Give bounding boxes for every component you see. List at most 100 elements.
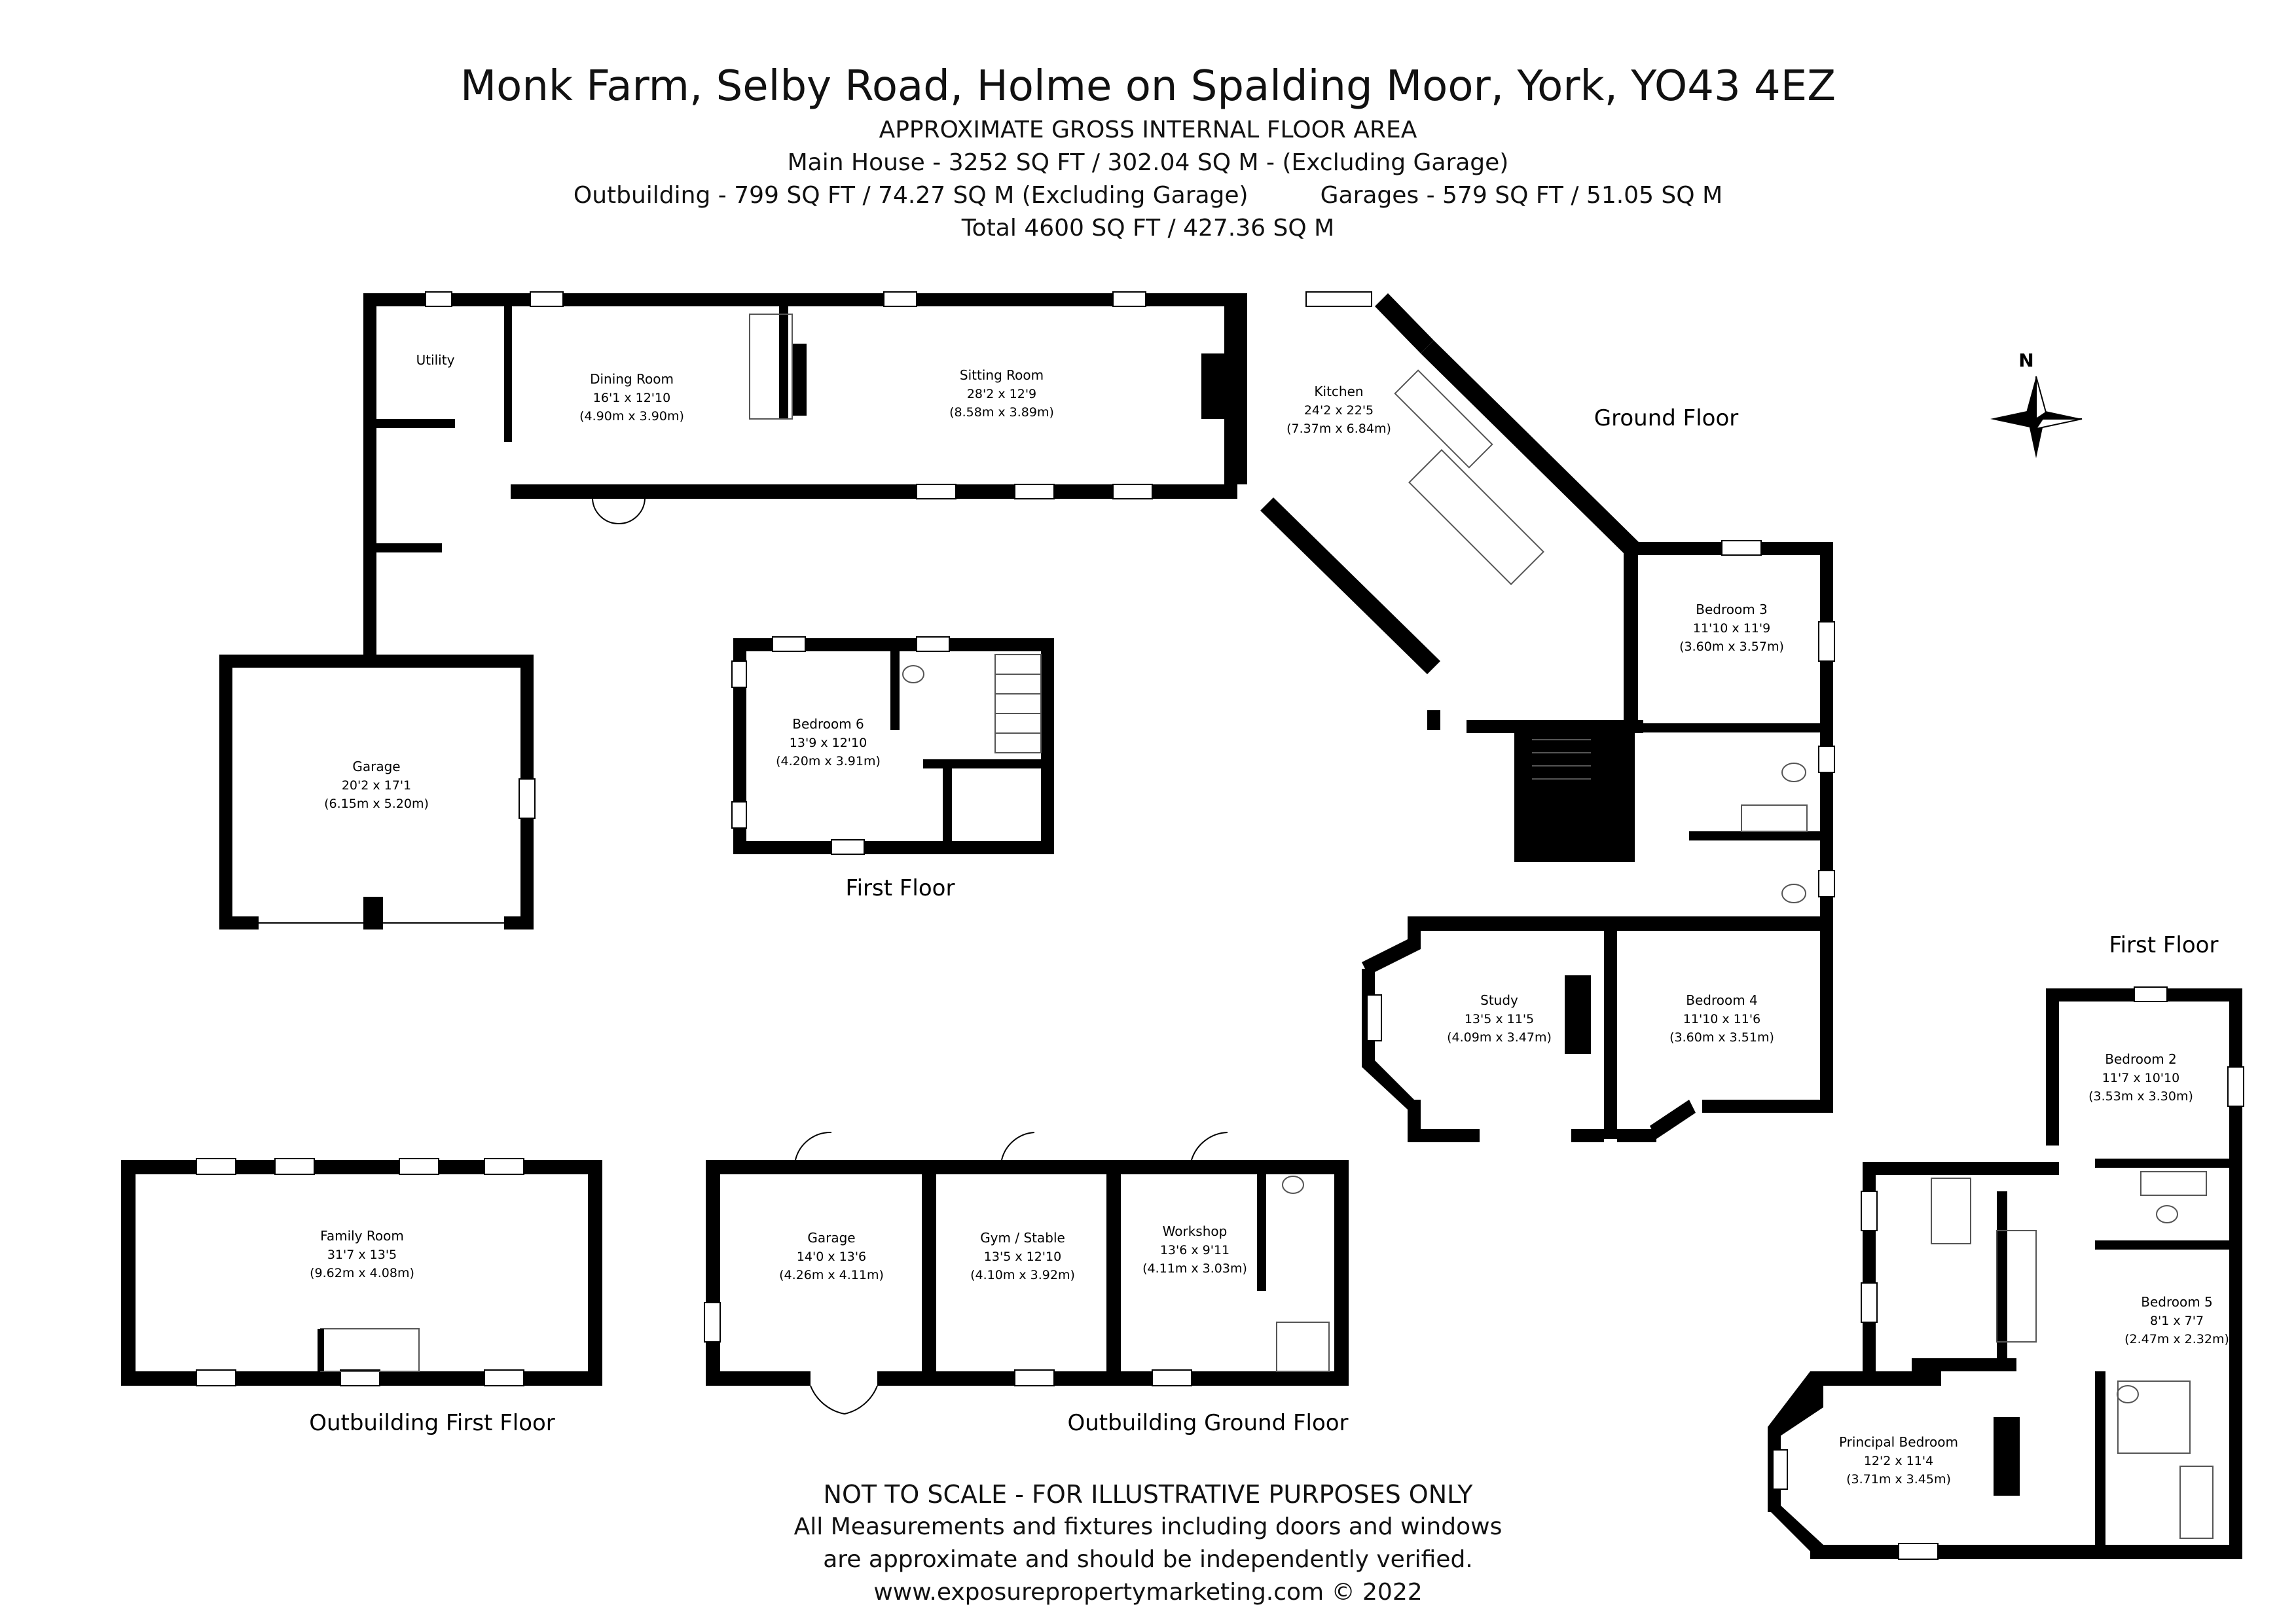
toilet [1282, 1176, 1304, 1194]
window [1152, 1369, 1192, 1386]
bedroom-3-imperial: 11'10 x 11'9 [1693, 621, 1770, 636]
utility-name: Utility [416, 352, 455, 368]
wall [511, 484, 1237, 499]
bedroom-4-imperial: 11'10 x 11'6 [1683, 1012, 1760, 1026]
bedroom-5-name: Bedroom 5 [2141, 1294, 2213, 1310]
kitchen-name: Kitchen [1314, 384, 1363, 399]
wall [1689, 831, 1820, 840]
outbuilding-garage-imperial: 14'0 x 13'6 [797, 1250, 866, 1264]
gym-stable-name: Gym / Stable [980, 1230, 1065, 1246]
door [795, 1131, 832, 1161]
study-imperial: 13'5 x 11'5 [1465, 1012, 1534, 1026]
window [1014, 1369, 1055, 1386]
wall [1106, 1160, 1121, 1386]
workshop-metric: (4.11m x 3.03m) [1142, 1261, 1247, 1276]
french-doors [592, 498, 646, 525]
garages-area: Garages - 579 SQ FT / 51.05 SQ M [1320, 182, 1723, 209]
window [1861, 1191, 1878, 1231]
wall [363, 897, 383, 929]
bedroom-6-imperial: 13'9 x 12'10 [790, 736, 867, 750]
copyright-line: www.exposurepropertymarketing.com © 2022 [873, 1579, 1423, 1606]
chimney-breast [1565, 975, 1591, 1054]
stairwell [1514, 722, 1635, 862]
outbuilding-first-floor-label: Outbuilding First Floor [309, 1410, 555, 1436]
wall [1257, 1160, 1266, 1291]
bedroom-6-name: Bedroom 6 [792, 716, 864, 732]
window [704, 1302, 721, 1343]
wall [1863, 1162, 2059, 1175]
wall [1234, 293, 1247, 484]
staircase [1276, 1322, 1330, 1372]
wall [121, 1160, 602, 1174]
bedroom-2-imperial: 11'7 x 10'10 [2102, 1071, 2179, 1085]
wall [376, 543, 442, 552]
wall [890, 651, 900, 730]
wall [219, 655, 232, 929]
study-metric: (4.09m x 3.47m) [1447, 1030, 1552, 1045]
wall [219, 916, 259, 929]
wall [1810, 1371, 1941, 1386]
wall [1571, 1129, 1604, 1142]
window [831, 839, 865, 855]
wall [1408, 916, 1827, 931]
wall [1421, 340, 1640, 556]
staircase [1532, 739, 1591, 780]
window [1898, 1543, 1939, 1560]
wall [511, 293, 1237, 306]
bath [2179, 1466, 2214, 1539]
bay-wall [1768, 1371, 1823, 1440]
bedroom-3-name: Bedroom 3 [1696, 602, 1768, 617]
wall [2229, 988, 2242, 1558]
wall [1604, 929, 1617, 1139]
window [484, 1158, 524, 1175]
bay-wall [1362, 1060, 1414, 1110]
wall [1427, 710, 1440, 730]
wall [922, 1160, 936, 1386]
outbuilding-garage-area-row: Outbuilding - 799 SQ FT / 74.27 SQ M (Ex… [0, 179, 2296, 212]
wall [1820, 542, 1833, 1111]
bedroom-4-metric: (3.60m x 3.51m) [1669, 1030, 1774, 1045]
wall [1408, 1129, 1480, 1142]
gym-stable-imperial: 13'5 x 12'10 [984, 1250, 1061, 1264]
bay-wall [1650, 1100, 1696, 1139]
wall [219, 655, 534, 668]
wall [1637, 723, 1827, 732]
outbuilding-area: Outbuilding - 799 SQ FT / 74.27 SQ M (Ex… [573, 182, 1248, 209]
annex-first-floor-label: First Floor [846, 875, 955, 901]
garage-name: Garage [352, 759, 400, 774]
bath [2140, 1171, 2207, 1196]
outbuilding-first-floor-plan [121, 1158, 602, 1386]
annex-first-floor-plan [731, 636, 1054, 855]
window [1818, 870, 1835, 897]
wall [733, 841, 1054, 854]
shower [2117, 1380, 2191, 1454]
wall [779, 301, 788, 419]
window [1818, 746, 1835, 773]
wall [923, 759, 1048, 768]
window [530, 291, 564, 307]
workshop-imperial: 13'6 x 9'11 [1160, 1243, 1230, 1257]
window [2227, 1066, 2244, 1107]
window [1366, 994, 1382, 1041]
window [1112, 291, 1146, 307]
wall [1334, 1160, 1349, 1386]
window [484, 1369, 524, 1386]
principal-bedroom-name: Principal Bedroom [1839, 1434, 1958, 1450]
wall [376, 419, 455, 428]
dining-room-imperial: 16'1 x 12'10 [593, 391, 670, 405]
workshop-name: Workshop [1163, 1223, 1228, 1239]
principal-bedroom-metric: (3.71m x 3.45m) [1846, 1472, 1951, 1487]
window [1861, 1282, 1878, 1323]
wall [2046, 988, 2059, 1146]
gym-stable-metric: (4.10m x 3.92m) [970, 1268, 1075, 1282]
bay-wall [1768, 1506, 1823, 1555]
wall [318, 1329, 324, 1371]
wall [706, 1371, 811, 1386]
family-room-imperial: 31'7 x 13'5 [327, 1248, 397, 1262]
family-room-metric: (9.62m x 4.08m) [310, 1266, 414, 1280]
bedroom-3-metric: (3.60m x 3.57m) [1679, 640, 1784, 654]
window [519, 778, 536, 819]
ground-floor-label: Ground Floor [1594, 405, 1738, 431]
north-compass: N [1990, 350, 2083, 458]
